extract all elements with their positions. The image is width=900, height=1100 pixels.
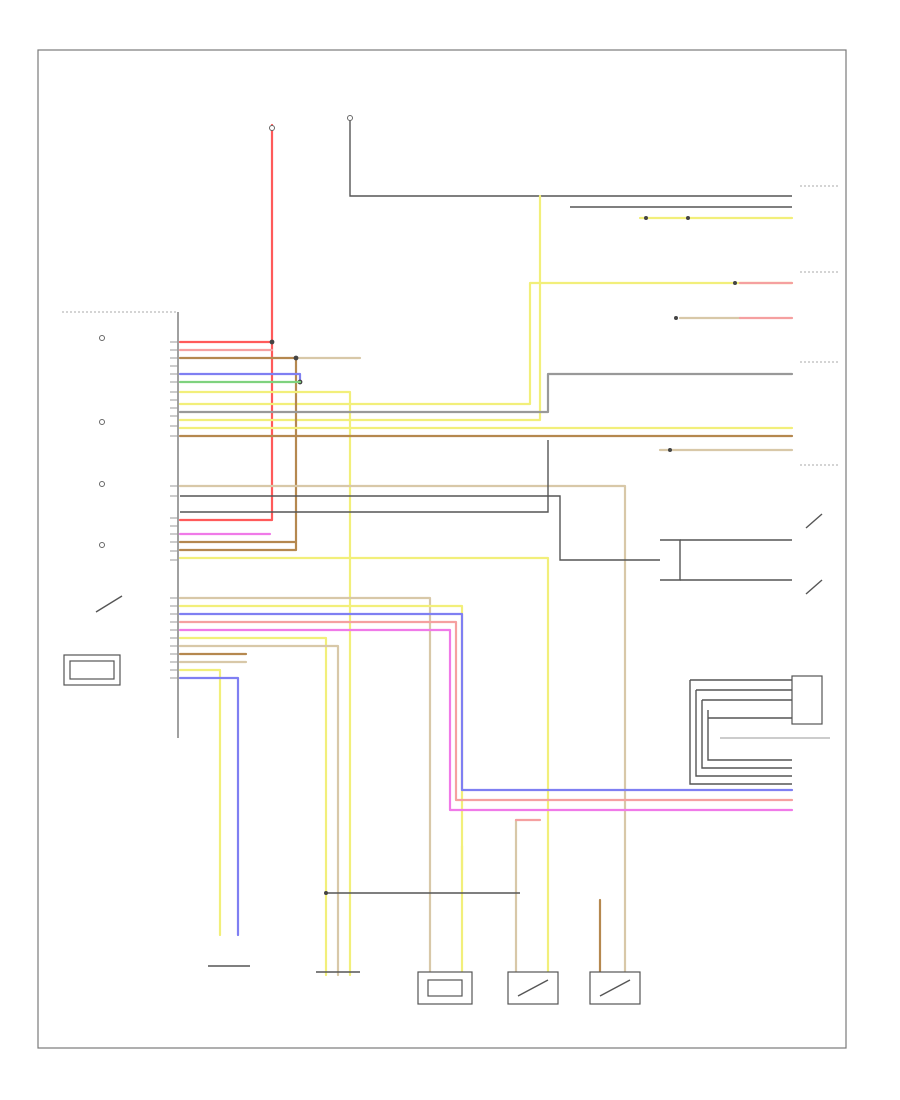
oil-pressure-switch-2-contact-icon: [805, 579, 823, 595]
splice-ground: [324, 891, 328, 895]
wire-fuel-sender-4: [707, 710, 792, 761]
wire-yellow-fuel: [178, 390, 352, 977]
wire-yellow-sensor: [178, 281, 794, 406]
connector-dot-3: [733, 281, 737, 285]
wire-blue-fuel-pump: [178, 612, 794, 792]
wire-blue-1: [178, 372, 302, 384]
power-feed-hot-at-all-times: [178, 123, 275, 522]
wire-black-feed: [349, 120, 792, 197]
wire-fuel-sender-3: [701, 700, 792, 769]
wire-tan-brake-fluid: [178, 484, 627, 977]
wire-fuel-sender-1: [689, 680, 792, 785]
wire-fuel-sender-2: [695, 690, 792, 777]
diagram-border: [37, 49, 847, 1049]
splice-red: [269, 339, 275, 345]
warning-lamp-1-icon: [99, 335, 105, 341]
wire-red-branch: [178, 340, 274, 522]
power-feed-hot-in-run: [347, 115, 794, 220]
fuel-gauge-needle-icon: [95, 595, 123, 613]
wire-red-power: [178, 123, 274, 344]
wire-black-ground: [180, 495, 660, 561]
wire-yellow-outside-temp: [178, 668, 222, 937]
warning-lamp-3-icon: [99, 481, 105, 487]
cluster-pin-ticks: [170, 341, 178, 679]
fuse-terminal-black: [347, 115, 353, 121]
oil-pressure-switch-contact-icon: [805, 513, 823, 529]
connector-dot-4: [674, 316, 678, 320]
wire-gray-1: [178, 372, 794, 414]
warning-lamp-2-icon: [99, 419, 105, 425]
wire-brown-loop: [178, 356, 298, 552]
wire-tan-fuel: [178, 644, 340, 977]
wire-gray-2: [180, 440, 549, 513]
warning-lamp-4-icon: [99, 542, 105, 548]
fuel-pump-module-box: [791, 675, 823, 725]
wire-yellow-fuel-2: [178, 636, 328, 977]
wire-blue-outside-temp: [178, 676, 240, 937]
ambient-temp-sensor-inner: [427, 979, 463, 997]
instrument-cluster: [62, 311, 179, 738]
cluster-display-inner: [69, 660, 115, 680]
brake-fluid-switch-contact-icon: [517, 979, 549, 997]
fuse-terminal-red: [269, 125, 275, 131]
wire-pink-fuel-pump: [178, 620, 794, 802]
wire-tan-ambient: [178, 596, 432, 977]
splice-brown: [293, 355, 299, 361]
wire-yellow-feed: [178, 194, 542, 422]
parking-brake-switch-contact-icon: [599, 979, 631, 997]
connector-dot-5: [668, 448, 672, 452]
connector-dot-2: [686, 216, 690, 220]
wire-oil-switch: [660, 539, 681, 581]
connector-dot-1: [644, 216, 648, 220]
wire-violet-fuel-pump: [178, 628, 794, 812]
wire-yellow-oil: [178, 556, 550, 977]
